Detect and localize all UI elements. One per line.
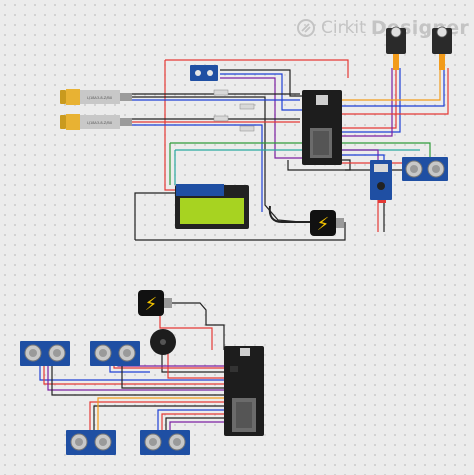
lightning-bolt-icon: ⚡ <box>317 214 330 235</box>
inline-resistors <box>213 89 255 132</box>
top-circuit-wires <box>130 59 449 241</box>
esp32-board-top[interactable] <box>302 90 342 165</box>
cirkit-logo-icon <box>297 19 315 37</box>
proximity-sensor-2-label: LJ18A3-8-Z/BX <box>87 121 113 125</box>
ultrasonic-sensor-top[interactable] <box>402 157 448 181</box>
rtc-module[interactable] <box>190 65 218 81</box>
servo-motor-2[interactable] <box>432 26 452 70</box>
buzzer[interactable] <box>150 329 176 355</box>
proximity-sensor-1[interactable]: LJ18A3-8-Z/BX <box>60 89 132 105</box>
ultrasonic-sensor-bottom-right[interactable] <box>140 430 190 455</box>
lightning-bolt-icon-bottom: ⚡ <box>145 294 158 315</box>
servo-motor-1[interactable] <box>386 26 406 70</box>
ultrasonic-sensor-middle[interactable] <box>90 341 140 366</box>
esp8266-board-bottom[interactable] <box>224 346 264 436</box>
ultrasonic-sensor-bottom-left[interactable] <box>66 430 116 455</box>
brand-name: Cirkit <box>321 18 366 38</box>
proximity-sensor-2[interactable]: LJ18A3-8-Z/BX <box>60 114 132 130</box>
ir-sensor-module[interactable] <box>370 160 392 203</box>
lcd-display[interactable] <box>175 184 249 229</box>
power-supply-bottom[interactable]: ⚡ <box>138 290 172 316</box>
power-supply-top[interactable]: ⚡ <box>310 210 344 236</box>
proximity-sensor-1-label: LJ18A3-8-Z/BX <box>87 96 113 100</box>
bottom-circuit-wires <box>39 302 225 430</box>
ultrasonic-sensor-left[interactable] <box>20 341 70 366</box>
